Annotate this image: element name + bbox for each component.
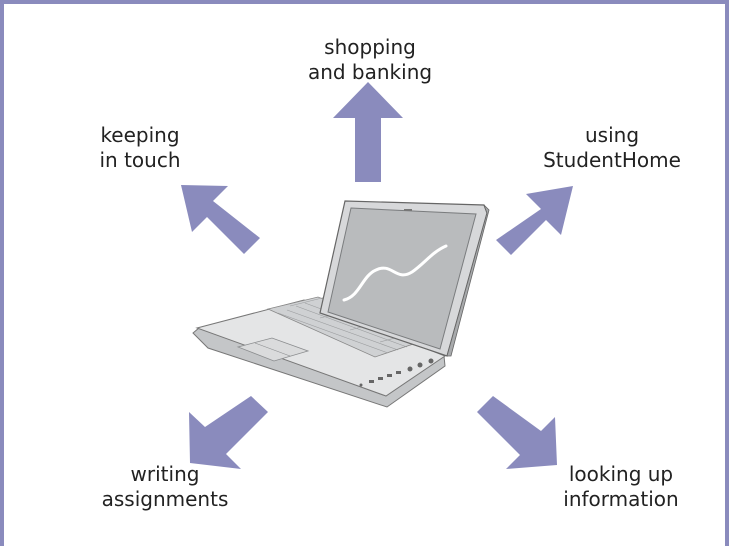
label-studenthome-line2: StudentHome bbox=[543, 148, 681, 172]
label-writing-line2: assignments bbox=[101, 487, 229, 511]
arrow-up bbox=[333, 82, 403, 182]
label-shopping-line1: shopping bbox=[324, 35, 416, 59]
label-looking-line2: information bbox=[563, 487, 679, 511]
arrow-down-right bbox=[477, 396, 557, 469]
arrow-down-left bbox=[189, 396, 268, 469]
label-looking-line1: looking up bbox=[568, 462, 674, 486]
label-using-studenthome: using StudentHome bbox=[522, 123, 702, 173]
laptop-icon bbox=[192, 200, 490, 408]
label-writing-assignments: writing assignments bbox=[75, 462, 255, 512]
arrow-up-right bbox=[496, 186, 573, 255]
label-keeping-line1: keeping bbox=[100, 123, 180, 147]
arrow-up-left bbox=[181, 185, 260, 254]
label-keeping-line2: in touch bbox=[99, 148, 181, 172]
label-studenthome-line1: using bbox=[584, 123, 640, 147]
label-looking-up-information: looking up information bbox=[536, 462, 706, 512]
label-keeping-in-touch: keeping in touch bbox=[80, 123, 200, 173]
label-writing-line1: writing bbox=[130, 462, 200, 486]
arrows bbox=[181, 82, 573, 469]
label-shopping: shopping and banking bbox=[300, 35, 440, 85]
label-shopping-line2: and banking bbox=[307, 60, 433, 84]
